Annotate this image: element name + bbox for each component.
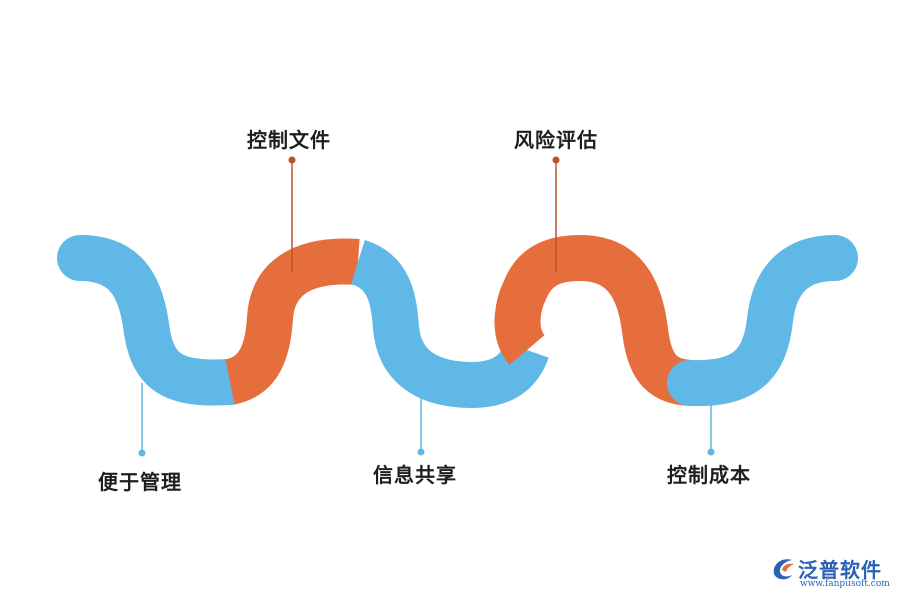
- wave-segment-2: [223, 238, 360, 405]
- label-convenient-management: 便于管理: [98, 470, 182, 494]
- connector-4: [552, 156, 560, 272]
- connector-5: [707, 385, 715, 456]
- label-risk-assessment: 风险评估: [514, 128, 598, 152]
- label-control-cost: 控制成本: [667, 463, 751, 487]
- label-control-documents: 控制文件: [247, 128, 331, 152]
- connector-1: [138, 383, 146, 457]
- wave-segment-3: [349, 240, 549, 409]
- wave-segment-5: [667, 235, 858, 407]
- connector-3: [417, 385, 425, 456]
- logo-url: www.fanpusoft.com: [800, 579, 890, 589]
- label-information-sharing: 信息共享: [373, 463, 457, 487]
- logo-brand-name: 泛普软件: [798, 558, 882, 582]
- brand-logo: 泛普软件 www.fanpusoft.com: [770, 552, 895, 594]
- wave-segment-1: [57, 235, 253, 406]
- wave-segment-4: [494, 234, 693, 406]
- logo-swirl-icon: [773, 559, 794, 580]
- connector-2: [288, 156, 296, 272]
